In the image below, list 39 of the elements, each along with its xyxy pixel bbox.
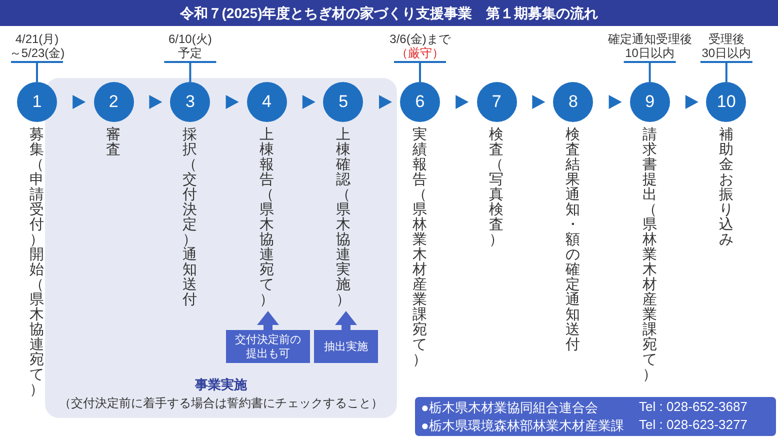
step-circle: 2 xyxy=(94,82,134,122)
step-circle: 10 xyxy=(706,82,746,122)
step-label: 審査 xyxy=(106,128,122,158)
step-circle: 3 xyxy=(170,82,210,122)
phone-number: Tel : 028-623-3277 xyxy=(639,417,748,432)
step-circle: 9 xyxy=(630,82,670,122)
date-label: （厳守） xyxy=(396,46,444,60)
contact-name: ●栃木県環境森林部林業木材産業課 xyxy=(421,417,624,435)
step-label: 実績報告（県林業木材産業課宛て） xyxy=(412,128,428,368)
date-label: 受理後 30日以内 xyxy=(700,32,752,60)
step-circle: 7 xyxy=(476,82,517,122)
arrow xyxy=(335,311,357,330)
step-label: 上棟確認（県木協連実施） xyxy=(336,128,351,308)
step-label: 上棟報告（県木協連宛て） xyxy=(259,128,274,308)
step-circle: 5 xyxy=(323,82,364,122)
arrow xyxy=(257,311,279,330)
date-label: 4/21(月) ～5/23(金) xyxy=(8,32,66,60)
note-box: 交付決定前の提出も可 xyxy=(226,330,310,363)
step-label: 請求書提出（県林業木材産業課宛て） xyxy=(642,128,658,383)
phone-number: Tel : 028-652-3687 xyxy=(639,399,748,414)
band-title: 事業実施 xyxy=(194,376,248,394)
step-label: 募集（申請受付）開始（県木協連宛て） xyxy=(30,128,44,398)
step-label: 検査（写真検査） xyxy=(489,128,504,248)
step-label: 検査結果通知・額の確定通知送付 xyxy=(566,128,581,353)
band-note: （交付決定前に着手する場合は誓約書にチェックすること） xyxy=(58,395,384,412)
date-label: 6/10(火) 予定 xyxy=(168,32,213,60)
note-box: 抽出実施 xyxy=(314,330,378,363)
date-label: 確定通知受理後 10日以内 xyxy=(606,32,693,60)
step-label: 採択（交付決定）通知送付 xyxy=(182,128,198,308)
date-label: 3/6(金)まで xyxy=(390,32,450,46)
step-circle: 8 xyxy=(553,82,594,122)
step-label: 補助金お振り込み xyxy=(718,128,734,248)
contact-name: ●栃木県木材業協同組合連合会 xyxy=(421,399,598,417)
step-circle: 1 xyxy=(17,82,57,122)
step-circle: 6 xyxy=(400,82,440,122)
step-circle: 4 xyxy=(246,82,287,122)
contact-box xyxy=(415,397,776,436)
process-band xyxy=(44,78,397,418)
title-bar: 令和７(2025)年度とちぎ材の家づくり支援事業 第１期募集の流れ xyxy=(0,0,778,26)
